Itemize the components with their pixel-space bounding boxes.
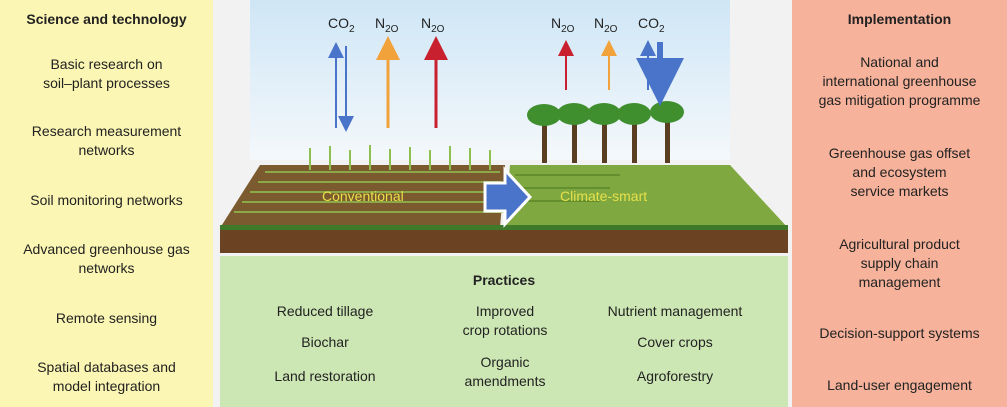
practice-biochar: Biochar (301, 334, 349, 350)
practice-land-restoration: Land restoration (274, 368, 376, 384)
implementation-panel: Implementation National and internationa… (792, 0, 1007, 407)
practice-crop-rotations: Improved crop rotations (462, 303, 548, 338)
practice-nutrient-management: Nutrient management (607, 303, 743, 319)
implementation-item-national-programme: National and international greenhouse ga… (818, 54, 981, 108)
climate-smart-field (505, 165, 788, 228)
transition-arrow (483, 166, 533, 228)
implementation-item-supply-chain: Agricultural product supply chain manage… (839, 236, 960, 290)
practices-panel: Practices Reduced tillage Biochar Land r… (220, 256, 788, 407)
gas-label-right-2: N2O (594, 15, 618, 35)
gas-label-left-1: CO2 (328, 15, 355, 35)
practice-agroforestry: Agroforestry (636, 368, 714, 384)
gas-label-right-3: CO2 (638, 15, 665, 35)
soil-layer (220, 228, 788, 253)
science-item-soil-monitoring: Soil monitoring networks (30, 192, 183, 208)
science-item-spatial-databases: Spatial databases and model integration (37, 359, 176, 394)
climate-smart-label: Climate-smart (560, 188, 647, 204)
science-item-remote-sensing: Remote sensing (55, 310, 158, 326)
implementation-item-offset-markets: Greenhouse gas offset and ecosystem serv… (828, 145, 971, 199)
science-item-basic-research: Basic research on soil–plant processes (43, 56, 170, 91)
practice-cover-crops: Cover crops (637, 334, 713, 350)
practice-organic-amendments: Organic amendments (464, 354, 546, 389)
science-item-ghg-networks: Advanced greenhouse gas networks (23, 241, 190, 276)
implementation-item-land-user: Land-user engagement (827, 377, 972, 393)
science-technology-title: Science and technology (26, 11, 187, 27)
science-item-research-networks: Research measurement networks (31, 123, 182, 158)
science-technology-panel: Science and technology Basic research on… (0, 0, 213, 407)
gas-label-left-3: N2O (421, 15, 445, 35)
gas-label-left-2: N2O (375, 15, 399, 35)
landscape-illustration: CO2 N2O N2O N2O N2O CO2 Conventional Cli… (220, 0, 788, 253)
conventional-label: Conventional (322, 188, 404, 204)
practices-title: Practices (472, 272, 536, 288)
agroforestry-trees (527, 101, 684, 163)
implementation-title: Implementation (847, 11, 952, 27)
gas-label-right-1: N2O (551, 15, 575, 35)
implementation-item-decision-support: Decision-support systems (819, 325, 980, 341)
practice-reduced-tillage: Reduced tillage (276, 303, 374, 319)
landscape-scene: CO2 N2O N2O N2O N2O CO2 Conventional Cli… (220, 0, 788, 253)
